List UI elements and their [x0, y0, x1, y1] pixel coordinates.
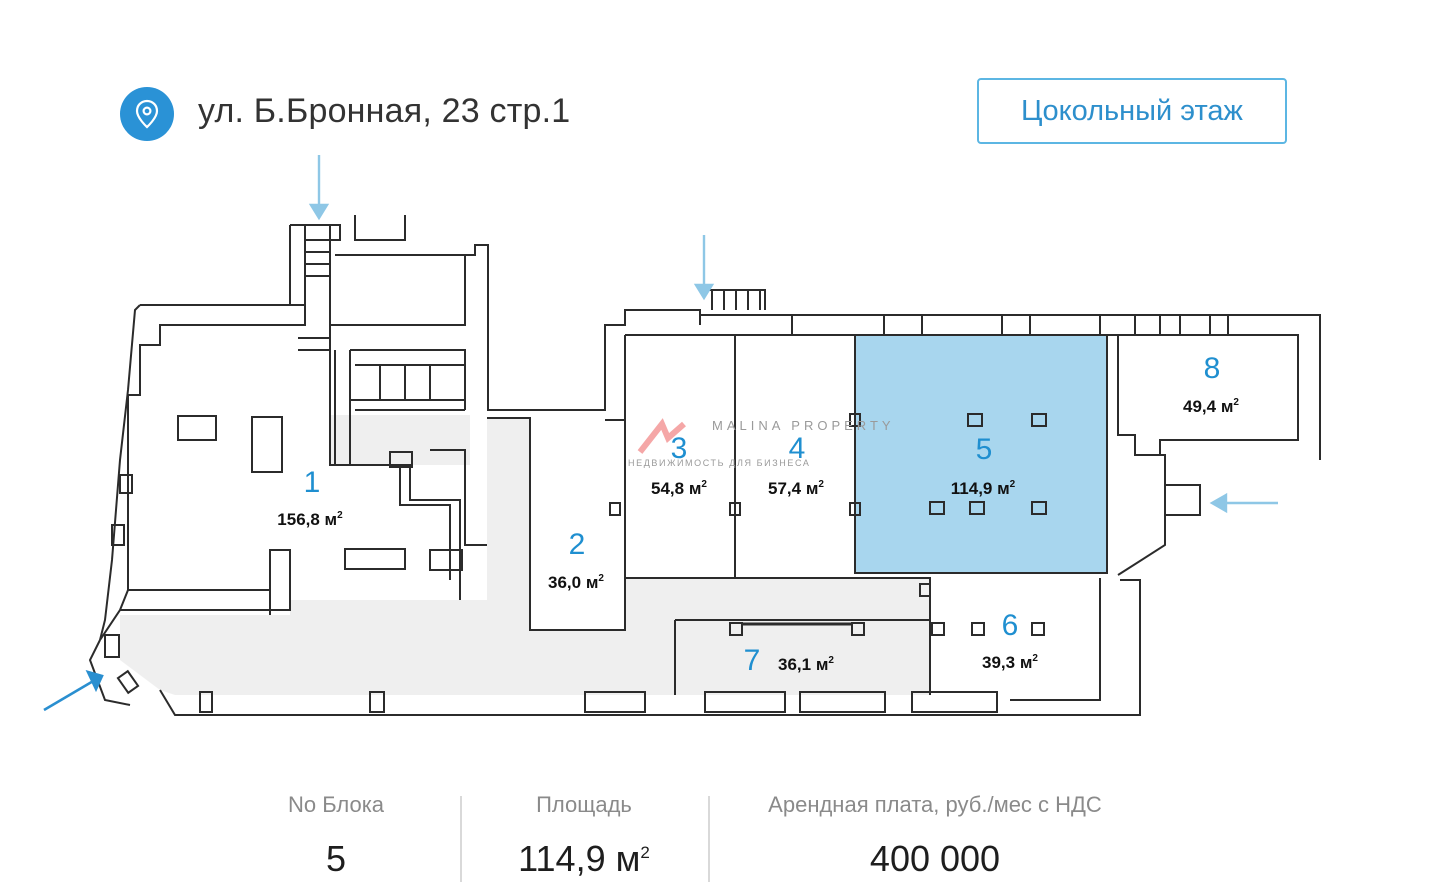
block-number-value: 5 [325, 838, 347, 879]
area-column: Площадь 114,9 м2 [484, 792, 684, 880]
block-number-column: No Блока 5 [236, 792, 436, 880]
block-4[interactable]: 4 57,4 м2 [768, 432, 824, 498]
block-number: 7 [744, 644, 761, 677]
block-number: 3 [671, 432, 688, 465]
divider [460, 796, 462, 882]
divider [708, 796, 710, 882]
block-2[interactable]: 2 36,0 м2 [548, 528, 604, 592]
block-number: 8 [1204, 352, 1221, 385]
floor-plan: MALINA PROPERTY НЕДВИЖИМОСТЬ ДЛЯ БИЗНЕСА… [43, 155, 1321, 716]
malina-property-logo: MALINA PROPERTY НЕДВИЖИМОСТЬ ДЛЯ БИЗНЕСА [628, 418, 895, 468]
block-number: 4 [789, 432, 806, 465]
address-title: ул. Б.Бронная, 23 стр.1 [198, 92, 571, 130]
watermark-brand: MALINA PROPERTY [712, 418, 895, 433]
block-number: 5 [976, 433, 993, 466]
block-5-area [854, 334, 1108, 574]
block-number: 2 [569, 528, 586, 561]
block-6[interactable]: 6 39,3 м2 [982, 609, 1038, 672]
block-8[interactable]: 8 49,4 м2 [1183, 352, 1239, 416]
block-info-bar: No Блока 5 Площадь 114,9 м2 Арендная пла… [0, 780, 1440, 887]
rent-label: Арендная плата, руб./мес с НДС [768, 792, 1102, 817]
area-value: 114,9 м2 [518, 838, 650, 879]
watermark-tagline: НЕДВИЖИМОСТЬ ДЛЯ БИЗНЕСА [628, 458, 810, 468]
block-number: 6 [1002, 609, 1019, 642]
area-label: Площадь [536, 792, 632, 817]
block-number-label: No Блока [287, 792, 385, 817]
block-area: 39,3 м2 [982, 653, 1038, 672]
block-7[interactable]: 7 36,1 м2 [744, 644, 835, 677]
block-5[interactable]: 5 114,9 м2 [951, 433, 1016, 498]
block-area: 114,9 м2 [951, 479, 1016, 498]
corridor-area [120, 418, 1000, 695]
block-area: 36,0 м2 [548, 573, 604, 592]
block-area: 49,4 м2 [1183, 397, 1239, 416]
block-3[interactable]: 3 54,8 м2 [651, 432, 707, 498]
block-area: 57,4 м2 [768, 479, 824, 498]
floor-selector-button[interactable]: Цокольный этаж [977, 78, 1287, 144]
block-area: 156,8 м2 [277, 510, 343, 529]
block-area: 36,1 м2 [778, 655, 834, 674]
block-area: 54,8 м2 [651, 479, 707, 498]
map-pin-icon [120, 87, 174, 141]
rent-column: Арендная плата, руб./мес с НДС 400 000 [730, 792, 1140, 880]
block-1[interactable]: 1 156,8 м2 [277, 466, 343, 529]
rent-value: 400 000 [869, 838, 1001, 879]
block-number: 1 [304, 466, 321, 499]
